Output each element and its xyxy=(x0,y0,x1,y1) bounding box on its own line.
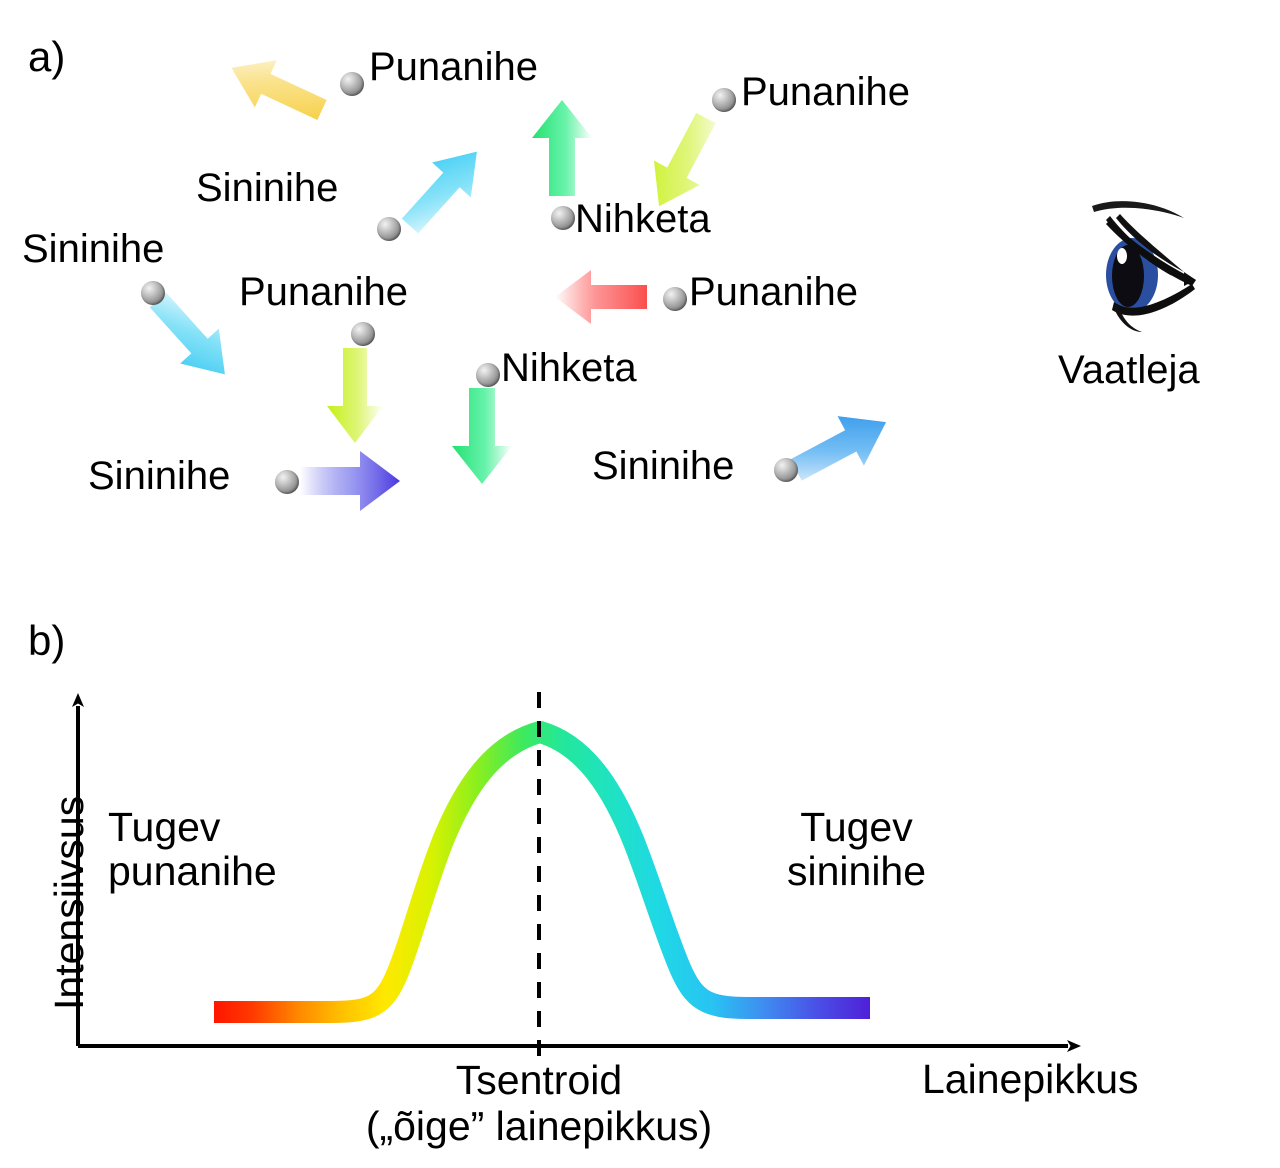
star-sphere-sininihe-3 xyxy=(275,470,299,494)
x-axis-label: Lainepikkus xyxy=(922,1056,1139,1102)
right-note-line-2: sininihe xyxy=(787,848,927,895)
star-sphere-punanihe-2 xyxy=(712,88,736,112)
arrow-noshift-down xyxy=(452,388,512,484)
arrow-noshift-up xyxy=(532,100,592,196)
star-sphere-sininihe-1 xyxy=(377,217,401,241)
panel-b-letter: b) xyxy=(28,617,66,664)
panel-a-letter: a) xyxy=(28,33,66,80)
star-sphere-punanihe-1 xyxy=(340,72,364,96)
star-sphere-sininihe-4 xyxy=(774,458,798,482)
star-label-punanihe-2: Punanihe xyxy=(741,70,911,114)
arrow-redshift-down xyxy=(327,348,383,443)
star-label-punanihe-4: Punanihe xyxy=(689,270,859,314)
star-label-punanihe-3: Punanihe xyxy=(239,270,409,314)
star-sphere-nihketa-2 xyxy=(476,363,500,387)
star-label-nihketa-2: Nihketa xyxy=(501,346,637,390)
y-axis-label: Intensiivsus xyxy=(46,795,92,1010)
centroid-caption-line-2: („õige” lainepikkus) xyxy=(365,1102,713,1149)
observer-label: Vaatleja xyxy=(1058,348,1200,392)
right-note-line-1: Tugev xyxy=(800,804,913,850)
spectrum-curve xyxy=(214,721,870,1023)
star-label-nihketa-1: Nihketa xyxy=(575,197,711,241)
left-note-line-2: punanihe xyxy=(108,848,277,895)
star-label-sininihe-2: Sininihe xyxy=(22,227,165,271)
arrow-blueshift-up-right-2 xyxy=(790,416,887,481)
star-label-sininihe-4: Sininihe xyxy=(592,444,735,488)
left-note: Tugev punanihe xyxy=(108,805,277,894)
star-label-punanihe-1: Punanihe xyxy=(369,45,539,89)
arrow-blueshift-up-right xyxy=(401,151,477,234)
star-label-sininihe-3: Sininihe xyxy=(88,454,231,498)
centroid-caption: Tsentroid („õige” lainepikkus) xyxy=(365,1057,713,1150)
arrow-redshift-up-left xyxy=(231,60,327,120)
eye-icon xyxy=(1080,190,1210,350)
star-sphere-punanihe-3 xyxy=(351,322,375,346)
centroid-caption-line-1: Tsentroid xyxy=(455,1057,623,1103)
left-note-line-1: Tugev xyxy=(108,804,221,850)
star-sphere-nihketa-1 xyxy=(551,206,575,230)
right-note: Tugev sininihe xyxy=(787,805,926,894)
star-sphere-punanihe-4 xyxy=(663,287,687,311)
star-sphere-sininihe-2 xyxy=(141,281,165,305)
arrow-blueshift-right xyxy=(300,451,400,511)
arrow-redshift-left xyxy=(555,270,647,324)
star-label-sininihe-1: Sininihe xyxy=(196,166,339,210)
